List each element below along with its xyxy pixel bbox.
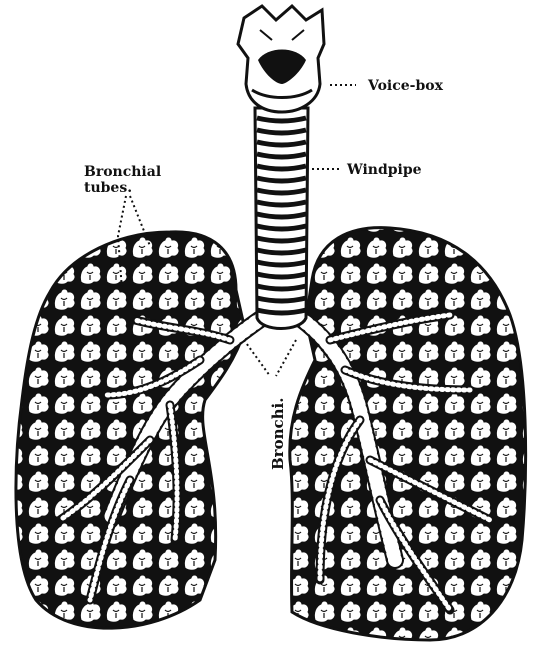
left-lung (0, 200, 270, 650)
voice-box-label: Voice-box (367, 78, 444, 94)
windpipe-label: Windpipe (346, 162, 422, 178)
right-lung (270, 200, 536, 650)
bronchial-tubes-label-line2: tubes. (84, 180, 132, 196)
bronchi-label: Bronchi. (269, 398, 287, 470)
voice-box (238, 6, 324, 112)
windpipe (255, 108, 308, 329)
bronchial-tubes-label-line1: Bronchial (84, 164, 161, 180)
